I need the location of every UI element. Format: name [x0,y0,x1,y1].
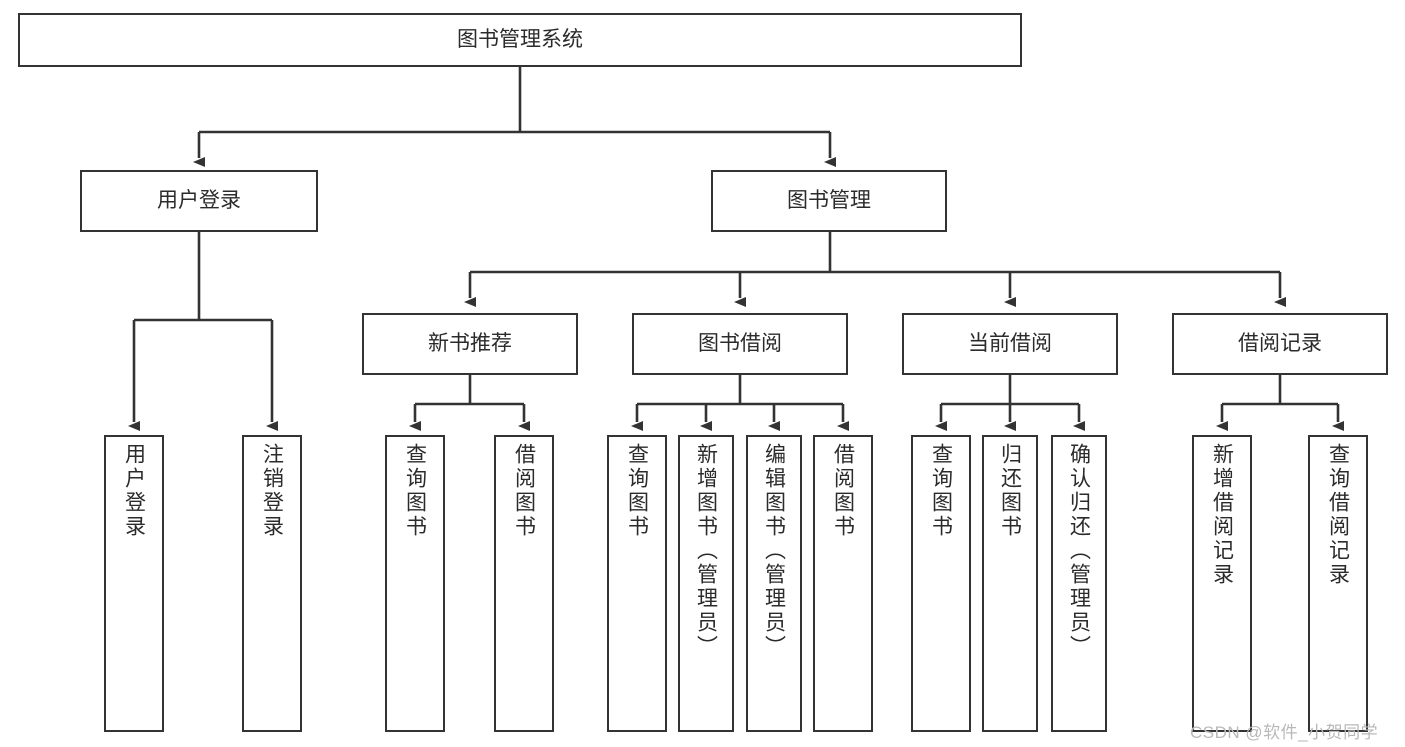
node-root-label: 图书管理系统 [457,27,583,51]
node-user-login-label: 用户登录 [157,188,241,212]
watermark-text: CSDN @软件_小贺同学 [1190,723,1379,742]
leaf-add-record[interactable]: 新增借阅记录 [1192,435,1252,732]
leaf-query-record[interactable]: 查询借阅记录 [1308,435,1368,732]
node-root[interactable]: 图书管理系统 [18,13,1022,67]
leaf-borrow-book-1-label: 借阅图书 [512,443,536,539]
node-book-manage[interactable]: 图书管理 [711,170,947,232]
leaf-confirm-return[interactable]: 确认归还（管理员） [1051,435,1107,732]
node-book-manage-label: 图书管理 [787,188,871,212]
node-borrow-record[interactable]: 借阅记录 [1172,313,1388,375]
node-book-borrow-label: 图书借阅 [698,331,782,355]
leaf-confirm-return-label: 确认归还（管理员） [1067,443,1091,659]
node-current-borrow[interactable]: 当前借阅 [902,313,1118,375]
leaf-borrow-book-2[interactable]: 借阅图书 [813,435,873,732]
leaf-user-login[interactable]: 用户登录 [104,435,164,732]
leaf-edit-book[interactable]: 编辑图书（管理员） [746,435,802,732]
leaf-logout-label: 注销登录 [260,443,284,539]
leaf-query-book-2[interactable]: 查询图书 [607,435,667,732]
leaf-borrow-book-1[interactable]: 借阅图书 [494,435,554,732]
leaf-query-book-1[interactable]: 查询图书 [385,435,445,732]
leaf-add-record-label: 新增借阅记录 [1210,443,1234,587]
leaf-user-login-label: 用户登录 [122,443,146,539]
leaf-logout[interactable]: 注销登录 [242,435,302,732]
leaf-add-book[interactable]: 新增图书（管理员） [678,435,734,732]
node-current-borrow-label: 当前借阅 [968,331,1052,355]
leaf-return-book[interactable]: 归还图书 [982,435,1038,732]
node-new-book-rec-label: 新书推荐 [428,331,512,355]
node-book-borrow[interactable]: 图书借阅 [632,313,848,375]
leaf-query-book-3[interactable]: 查询图书 [911,435,971,732]
node-new-book-rec[interactable]: 新书推荐 [362,313,578,375]
leaf-query-book-3-label: 查询图书 [929,443,953,539]
node-borrow-record-label: 借阅记录 [1238,331,1322,355]
leaf-add-book-label: 新增图书（管理员） [694,443,718,659]
leaf-query-record-label: 查询借阅记录 [1326,443,1350,587]
node-user-login[interactable]: 用户登录 [80,170,318,232]
leaf-edit-book-label: 编辑图书（管理员） [762,443,786,659]
leaf-query-book-1-label: 查询图书 [403,443,427,539]
leaf-return-book-label: 归还图书 [998,443,1022,539]
leaf-borrow-book-2-label: 借阅图书 [831,443,855,539]
leaf-query-book-2-label: 查询图书 [625,443,649,539]
